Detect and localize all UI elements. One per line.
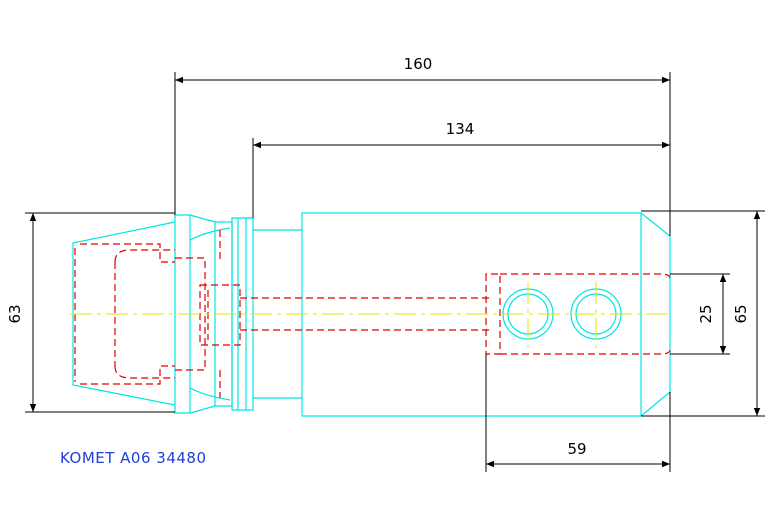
- dim-body-length: 134: [446, 120, 475, 138]
- dim-bore-depth: 59: [567, 440, 586, 458]
- part-label: KOMET A06 34480: [60, 449, 207, 467]
- dim-overall-length: 160: [404, 55, 433, 73]
- dim-right-height: 65: [732, 304, 750, 323]
- dim-left-height: 63: [6, 304, 24, 323]
- center-lines: [70, 282, 670, 348]
- dim-bore-diameter: 25: [697, 304, 715, 323]
- hidden-lines: [74, 230, 671, 398]
- dimension-lines: [25, 72, 765, 472]
